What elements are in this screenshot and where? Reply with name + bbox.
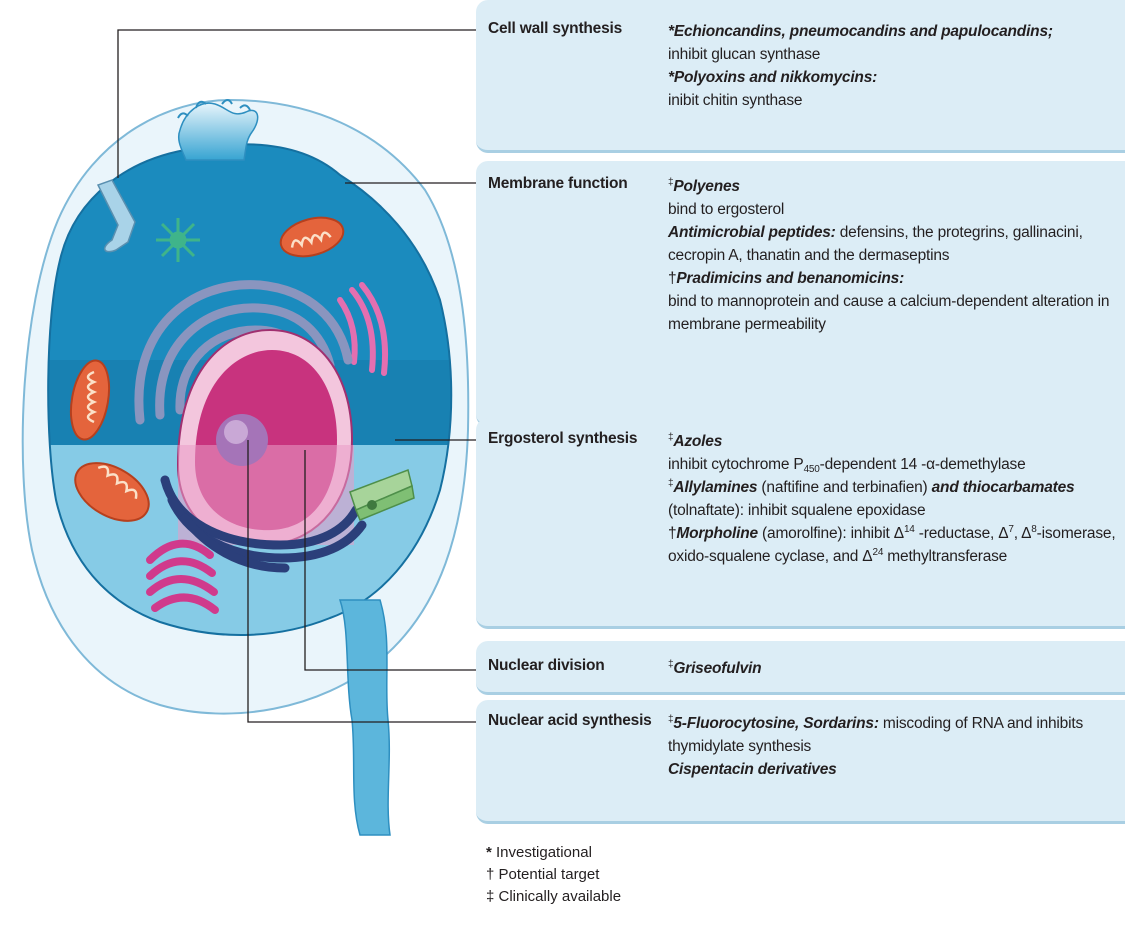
action-morpholine-line2b: methyltransferase (883, 548, 1007, 565)
label-membrane-function: Membrane function (488, 175, 628, 193)
azoles-subscript: 450 (804, 464, 820, 475)
action-glucan: inhibit glucan synthase (668, 43, 1121, 66)
legend: * Investigational † Potential target ‡ C… (486, 842, 621, 908)
action-azoles-b: -dependent 14 -α-demethylase (820, 456, 1026, 473)
action-pradimicins-cont: membrane permeability (668, 313, 1121, 336)
action-azoles-a: inhibit cytochrome P (668, 456, 804, 473)
drug-morpholine: Morpholine (676, 525, 758, 542)
label-cell-wall-synthesis: Cell wall synthesis (488, 20, 622, 38)
panel-nuclear-division: Nuclear division ‡Griseofulvin (476, 641, 1125, 695)
action-pradimicins: bind to mannoprotein and cause a calcium… (668, 290, 1121, 313)
label-nuclear-division: Nuclear division (488, 657, 605, 675)
panel-membrane-function: Membrane function ‡Polyenes bind to ergo… (476, 161, 1125, 427)
legend-clinically-available: ‡ Clinically available (486, 886, 621, 908)
label-ergosterol-synthesis: Ergosterol synthesis (488, 430, 637, 448)
drug-polyoxins: *Polyoxins and nikkomycins: (668, 66, 1121, 89)
action-morpholine-d: -isomerase, (1037, 525, 1116, 542)
drug-azoles: Azoles (673, 433, 722, 450)
drug-polyenes: Polyenes (673, 178, 739, 195)
amp-list: defensins, the protegrins, gallinacini, (836, 224, 1083, 241)
drug-thiocarbamates: and thiocarbamates (932, 479, 1075, 496)
drug-antimicrobial-peptides: Antimicrobial peptides: (668, 224, 836, 241)
desc-cell-wall-synthesis: *Echioncandins, pneumocandins and papulo… (668, 20, 1121, 112)
action-fluorocytosine-cont: thymidylate synthesis (668, 735, 1121, 758)
action-morpholine-line2a: oxido-squalene cyclase, and Δ (668, 548, 872, 565)
drug-griseofulvin: Griseofulvin (673, 660, 761, 677)
action-morpholine-c: , Δ (1014, 525, 1032, 542)
action-morpholine-a: (amorolfine): inhibit Δ (758, 525, 904, 542)
legend-investigational: * Investigational (486, 842, 621, 864)
panel-cell-wall-synthesis: Cell wall synthesis *Echioncandins, pneu… (476, 0, 1125, 153)
budding-protrusion (179, 103, 258, 160)
fungal-cell-illustration (0, 0, 476, 928)
drug-pradimicins: Pradimicins and benanomicins: (676, 270, 904, 287)
drug-allylamines: Allylamines (673, 479, 757, 496)
centrosome (156, 218, 200, 262)
desc-membrane-function: ‡Polyenes bind to ergosterol Antimicrobi… (668, 175, 1121, 336)
morph-sup-24: 24 (872, 547, 883, 558)
desc-nuclear-acid-synthesis: ‡5-Fluorocytosine, Sordarins: miscoding … (668, 712, 1121, 781)
action-chitin: inibit chitin synthase (668, 89, 1121, 112)
action-allylamines: (tolnaftate): inhibit squalene epoxidase (668, 499, 1121, 522)
action-polyenes: bind to ergosterol (668, 198, 1121, 221)
label-nuclear-acid-synthesis: Nuclear acid synthesis (488, 712, 652, 730)
panel-nuclear-acid-synthesis: Nuclear acid synthesis ‡5-Fluorocytosine… (476, 700, 1125, 824)
allylamines-examples: (naftifine and terbinafien) (757, 479, 931, 496)
drug-fluorocytosine: 5-Fluorocytosine, Sordarins: (673, 715, 878, 732)
legend-potential-target-text: Potential target (494, 866, 599, 883)
drug-cispentacin: Cispentacin derivatives (668, 758, 1121, 781)
action-fluorocytosine: miscoding of RNA and inhibits (879, 715, 1083, 732)
cell-extension (340, 600, 390, 835)
morph-sup-14: 14 (904, 524, 915, 535)
nucleolus (216, 414, 268, 466)
desc-ergosterol-synthesis: ‡Azoles inhibit cytochrome P450-dependen… (668, 430, 1121, 568)
legend-investigational-text: Investigational (492, 844, 592, 861)
desc-nuclear-division: ‡Griseofulvin (668, 657, 1121, 680)
action-morpholine-b: -reductase, Δ (915, 525, 1009, 542)
legend-clinically-available-text: Clinically available (494, 888, 621, 905)
drug-echinocandins: *Echioncandins, pneumocandins and papulo… (668, 20, 1121, 43)
legend-potential-target: † Potential target (486, 864, 621, 886)
amp-list-cont: cecropin A, thanatin and the dermaseptin… (668, 244, 1121, 267)
panel-ergosterol-synthesis: Ergosterol synthesis ‡Azoles inhibit cyt… (476, 418, 1125, 629)
